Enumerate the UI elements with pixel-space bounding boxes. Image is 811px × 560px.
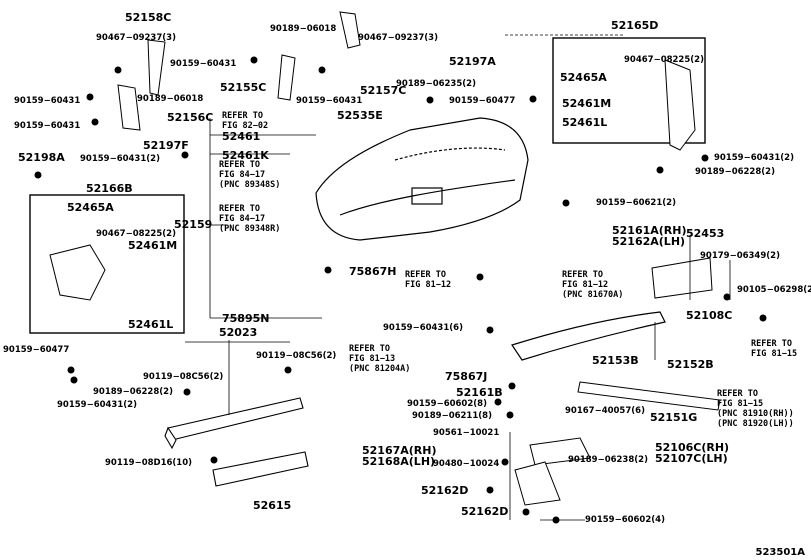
part-52167A: 52167A(RH) [362, 444, 437, 457]
part-90467-08225-left: 90467−08225(2) [96, 229, 176, 239]
part-52161B: 52161B [456, 386, 503, 399]
part-75867J: 75867J [445, 370, 488, 383]
part-52023: 52023 [219, 326, 258, 339]
part-52156C: 52156C [167, 111, 214, 124]
part-52162D-b: 52162D [461, 505, 509, 518]
part-52158C: 52158C [125, 11, 172, 24]
stay-52167A [514, 461, 561, 506]
part-52465A-left: 52465A [67, 201, 114, 214]
part-52165D: 52165D [611, 19, 659, 32]
absorber [212, 451, 309, 487]
part-52168A: 52168A(LH) [362, 455, 436, 468]
part-90480-10024: 90480−10024 [433, 459, 500, 469]
part-52461L-left: 52461L [128, 318, 174, 331]
part-52162D-a: 52162D [421, 484, 469, 497]
part-90105-06298: 90105−06298(2) [737, 285, 811, 295]
part-90189-06228-right: 90189−06228(2) [695, 167, 775, 177]
part-52151G: 52151G [650, 411, 698, 424]
part-52461: 52461 [222, 130, 261, 143]
part-52453: 52453 [686, 227, 725, 240]
part-52153B: 52153B [592, 354, 639, 367]
box-top-right [552, 37, 706, 144]
part-90189-06018-top: 90189−06018 [270, 24, 337, 34]
bracket-52157C [339, 11, 361, 49]
bracket-52158C [147, 39, 166, 96]
part-52157C: 52157C [360, 84, 407, 97]
part-90561-10021: 90561−10021 [433, 428, 500, 438]
part-90159-60431-b: 90159−60431 [296, 96, 363, 106]
figure-id: 523501A [755, 547, 806, 558]
reflector-left [49, 244, 106, 301]
part-52107C: 52107C(LH) [655, 452, 728, 465]
part-90159-60431-a: 90159−60431 [170, 59, 237, 69]
part-90159-60431-c: 90159−60431 [14, 96, 81, 106]
part-90159-60602-4: 90159−60602(4) [585, 515, 665, 525]
part-90159-60431-2-c: 90159−60431(2) [714, 153, 794, 163]
part-52197A: 52197A [449, 55, 496, 68]
license-bracket [651, 257, 713, 299]
part-52159: 52159 [174, 218, 213, 231]
part-90189-06235: 90189−06235(2) [396, 79, 476, 89]
part-52461M-left: 52461M [128, 239, 178, 252]
part-52535E: 52535E [337, 109, 383, 122]
part-52465A-right: 52465A [560, 71, 607, 84]
bracket-52156C [117, 84, 141, 131]
part-90159-60477-right: 90159−60477 [449, 96, 516, 106]
part-90159-60602-8: 90159−60602(8) [407, 399, 487, 409]
reinforcement [164, 397, 304, 450]
part-75867H: 75867H [349, 265, 397, 278]
part-90159-60621: 90159−60621(2) [596, 198, 676, 208]
part-90119-08D16: 90119−08D16(10) [105, 458, 193, 468]
part-52162A: 52162A(LH) [612, 235, 686, 248]
part-75895N: 75895N [222, 312, 270, 325]
leader-lines [185, 34, 731, 521]
part-52198A: 52198A [18, 151, 65, 164]
part-90467-09237-mid: 90467−09237(3) [358, 33, 438, 43]
part-52108C: 52108C [686, 309, 733, 322]
part-90159-60431-2-b: 90159−60431(2) [57, 400, 137, 410]
part-90189-06018-mid: 90189−06018 [137, 94, 204, 104]
part-52166B: 52166B [86, 182, 133, 195]
fasteners [34, 56, 767, 524]
garnish-52151G [577, 381, 721, 411]
box-left [29, 194, 185, 334]
part-52106C: 52106C(RH) [655, 441, 730, 454]
part-90159-60431-2-a: 90159−60431(2) [80, 154, 160, 164]
part-52615: 52615 [253, 499, 292, 512]
part-90189-06228-left: 90189−06228(2) [93, 387, 173, 397]
lower-spoiler [511, 311, 666, 361]
part-52461M-right: 52461M [562, 97, 612, 110]
part-90159-60431-6: 90159−60431(6) [383, 323, 463, 333]
part-90179-06349: 90179−06349(2) [700, 251, 780, 261]
part-90167-40057: 90167−40057(6) [565, 406, 645, 416]
bumper-cover [315, 117, 529, 241]
reflector-right [664, 59, 696, 151]
part-52161A: 52161A(RH) [612, 224, 687, 237]
stay-52106C [529, 437, 591, 466]
part-52155C: 52155C [220, 81, 267, 94]
part-52152B: 52152B [667, 358, 714, 371]
part-90467-08225-right: 90467−08225(2) [624, 55, 704, 65]
part-90159-60431-d: 90159−60431 [14, 121, 81, 131]
part-90119-08C56-left: 90119−08C56(2) [143, 372, 224, 382]
part-90189-06211: 90189−06211(8) [412, 411, 492, 421]
part-90159-60477-left: 90159−60477 [3, 345, 70, 355]
bracket-52155C [277, 54, 296, 101]
part-52461L-right: 52461L [562, 116, 608, 129]
part-52197F: 52197F [143, 139, 189, 152]
part-90467-09237-left: 90467−09237(3) [96, 33, 176, 43]
part-52461K: 52461K [222, 149, 269, 162]
part-90189-06238: 90189−06238(2) [568, 455, 648, 465]
part-90119-08C56-right: 90119−08C56(2) [256, 351, 337, 361]
